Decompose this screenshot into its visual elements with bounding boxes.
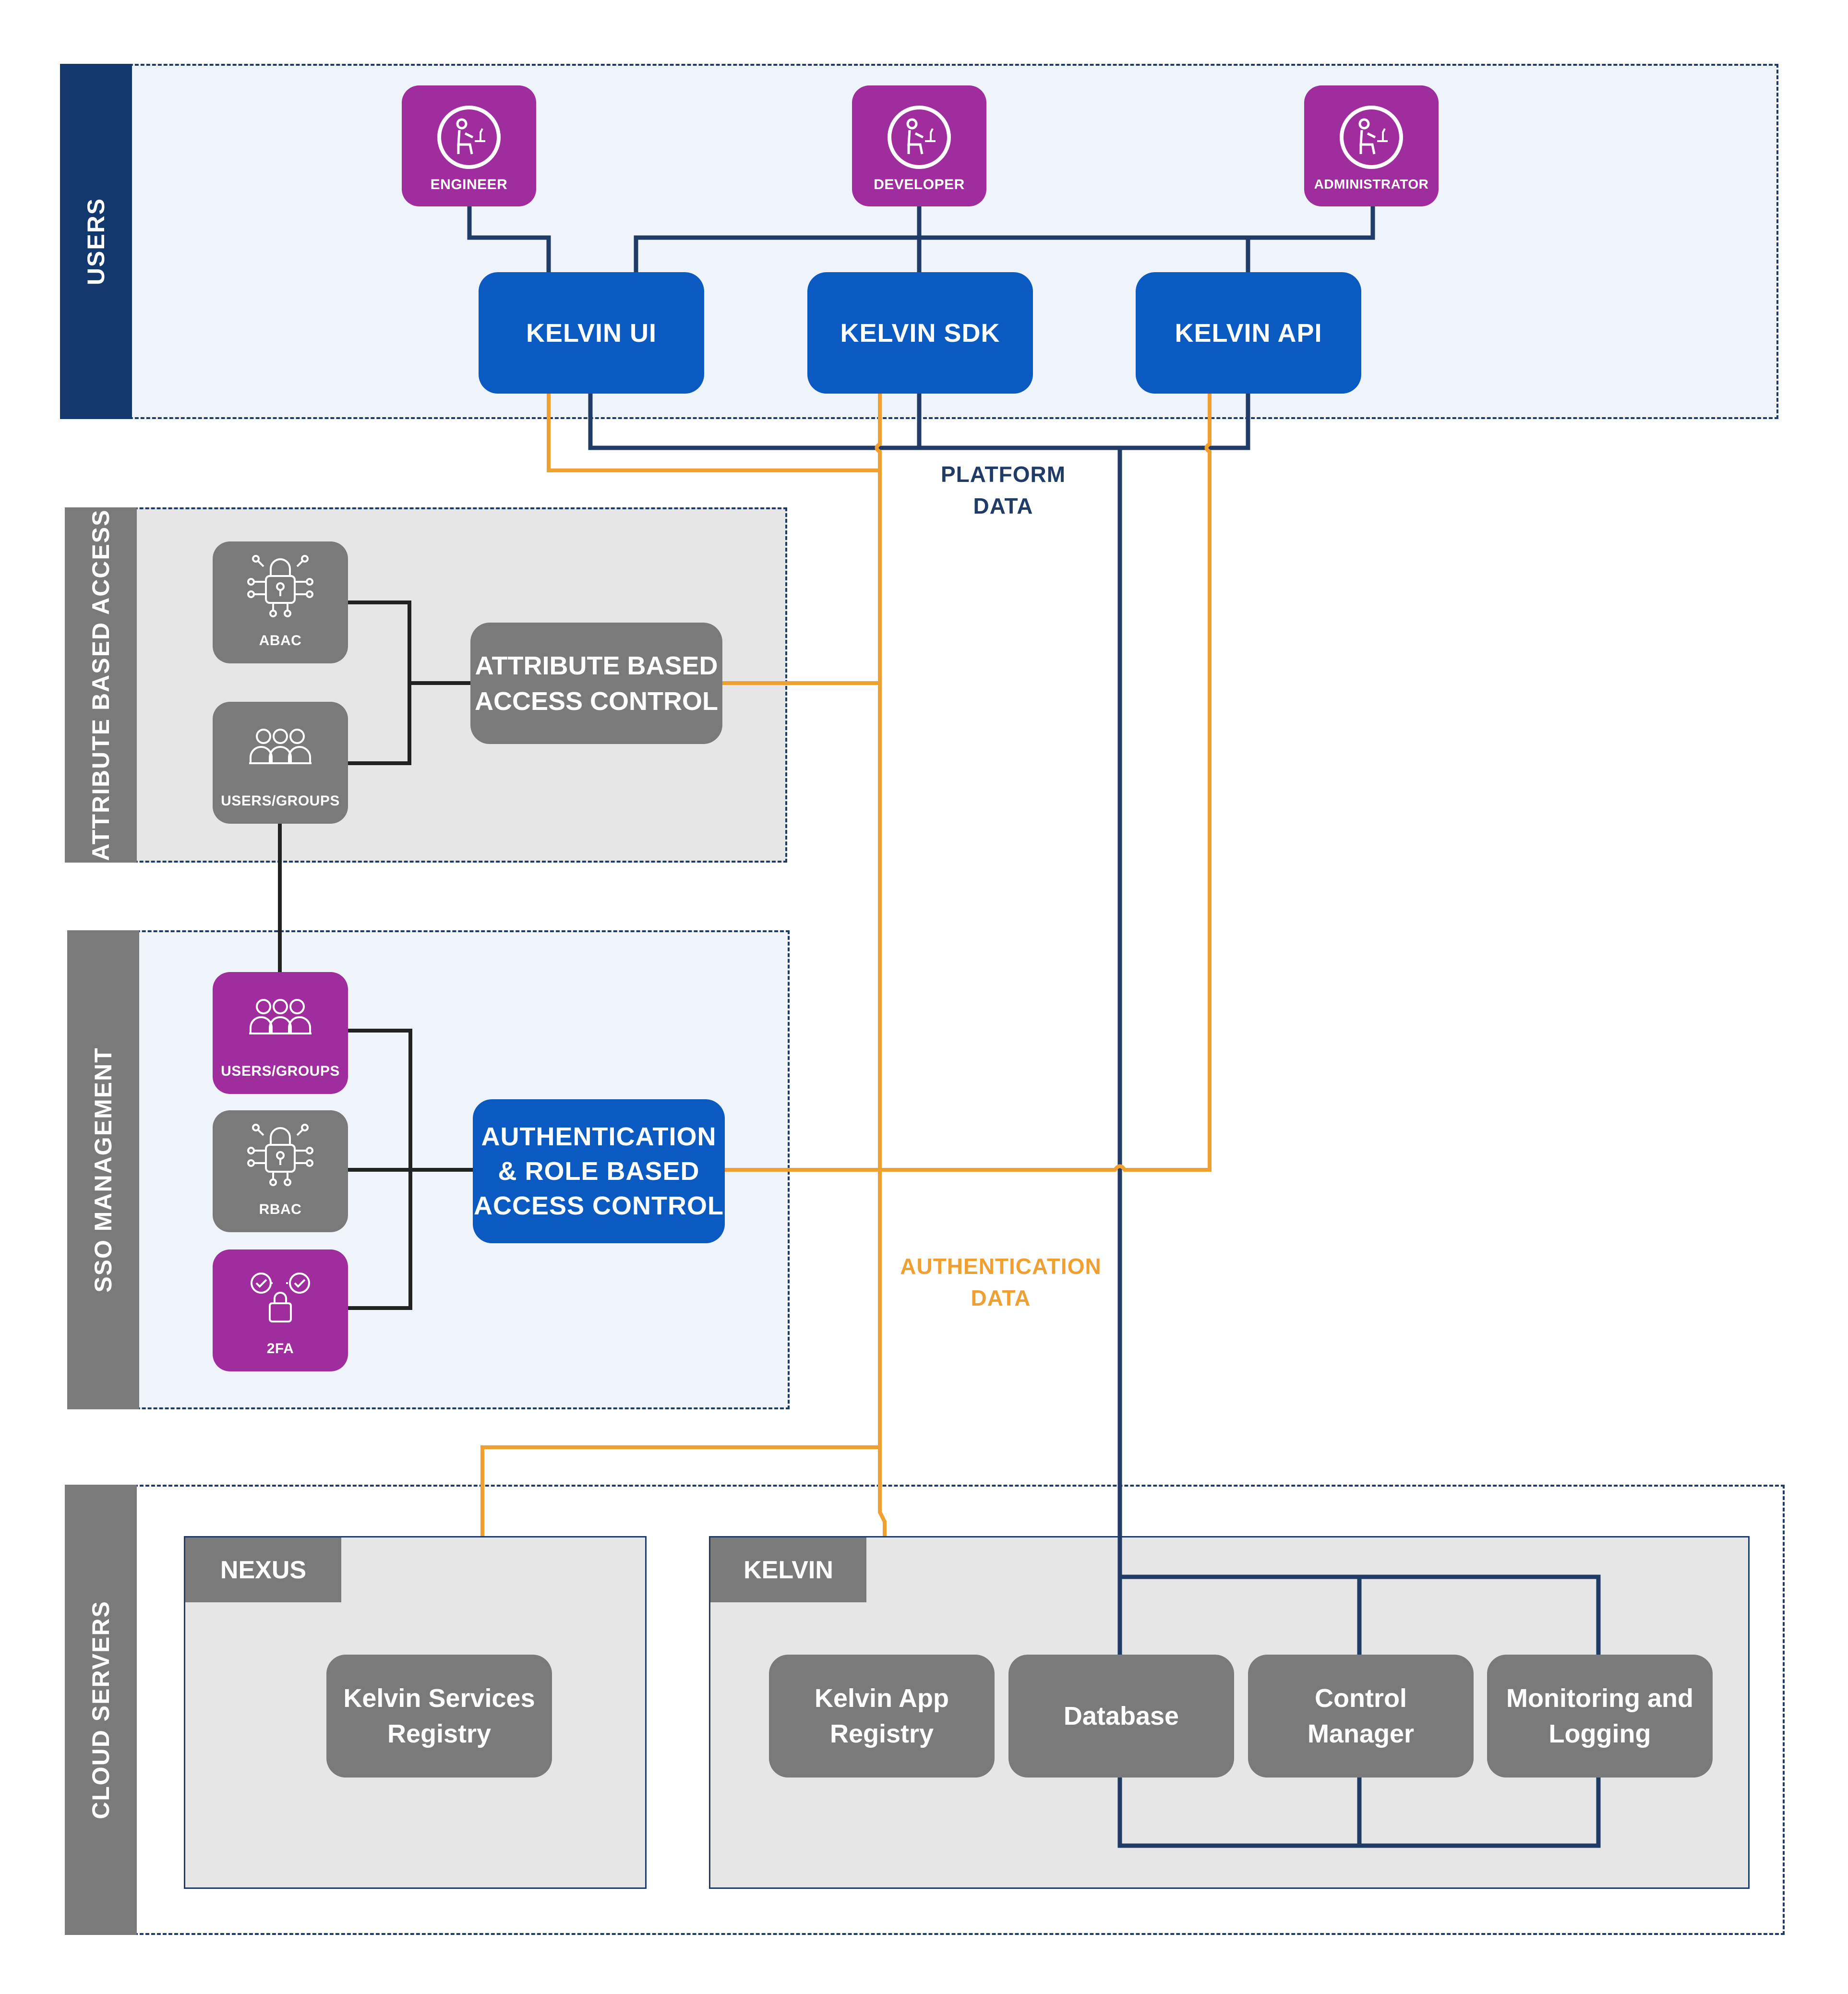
kelvin-ui-node[interactable]: KELVIN UI bbox=[479, 272, 704, 394]
user-at-desk-icon bbox=[1340, 106, 1403, 169]
users-group-icon bbox=[249, 729, 312, 764]
database-node[interactable]: Database bbox=[1008, 1655, 1234, 1778]
engineer-label: ENGINEER bbox=[430, 177, 508, 192]
sso-control-line3: ACCESS CONTROL bbox=[473, 1191, 724, 1220]
authentication-role-based-access-control-node[interactable]: AUTHENTICATION & ROLE BASED ACCESS CONTR… bbox=[473, 1099, 725, 1243]
kelvin-api-node[interactable]: KELVIN API bbox=[1136, 272, 1361, 394]
engineer-tile[interactable]: ENGINEER bbox=[402, 85, 536, 206]
rbac-tile-label: RBAC bbox=[259, 1201, 302, 1217]
authentication-data-line1: AUTHENTICATION bbox=[900, 1254, 1102, 1279]
cloud-band: CLOUD SERVERS bbox=[65, 1485, 137, 1935]
users-band: USERS bbox=[60, 64, 132, 419]
lock-network-icon bbox=[247, 555, 313, 617]
user-at-desk-icon bbox=[437, 106, 501, 169]
kelvin-sdk-node[interactable]: KELVIN SDK bbox=[807, 272, 1033, 394]
twofa-tile-label: 2FA bbox=[266, 1341, 294, 1357]
sso-band: SSO MANAGEMENT bbox=[67, 930, 139, 1409]
platform-data-label: PLATFORM DATA bbox=[912, 458, 1094, 522]
sso-users-groups-tile[interactable]: USERS/GROUPS bbox=[213, 972, 348, 1094]
user-at-desk-icon bbox=[888, 106, 951, 169]
kelvin-api-label: KELVIN API bbox=[1175, 318, 1322, 348]
authentication-data-label: AUTHENTICATION DATA bbox=[890, 1250, 1111, 1314]
abac-band: ATTRIBUTE BASED ACCESS bbox=[65, 507, 137, 863]
platform-data-line2: DATA bbox=[973, 493, 1033, 518]
database-label: Database bbox=[1063, 1702, 1179, 1730]
abac-users-groups-label: USERS/GROUPS bbox=[221, 793, 340, 809]
kelvin-app-registry-node[interactable]: Kelvin App Registry bbox=[769, 1655, 995, 1778]
kelvin-top-bus bbox=[1120, 1574, 1601, 1656]
users-group-icon bbox=[249, 999, 312, 1034]
kelvin-sdk-label: KELVIN SDK bbox=[840, 318, 1000, 348]
two-factor-lock-icon bbox=[251, 1273, 310, 1322]
lock-network-icon bbox=[247, 1124, 313, 1186]
abac-control-line1: ATTRIBUTE BASED bbox=[475, 651, 718, 680]
abac-tile-line bbox=[348, 601, 411, 765]
kelvin-tab: KELVIN bbox=[710, 1538, 866, 1602]
kelvin-services-registry-node[interactable]: Kelvin Services Registry bbox=[326, 1655, 552, 1778]
control-manager-line1: Control bbox=[1315, 1684, 1407, 1713]
developer-tile[interactable]: DEVELOPER bbox=[852, 85, 986, 206]
control-manager-node[interactable]: Control Manager bbox=[1248, 1655, 1474, 1778]
kelvin-ui-label: KELVIN UI bbox=[526, 318, 657, 348]
app-registry-line1: Kelvin App bbox=[814, 1684, 949, 1713]
abac-tile[interactable]: ABAC bbox=[213, 541, 348, 663]
services-registry-line2: Registry bbox=[387, 1719, 492, 1748]
nexus-tab: NEXUS bbox=[185, 1538, 341, 1602]
engineer-ui-line bbox=[467, 206, 551, 274]
platform-data-line1: PLATFORM bbox=[940, 462, 1066, 487]
twofa-tile[interactable]: 2FA bbox=[213, 1249, 348, 1371]
developer-label: DEVELOPER bbox=[874, 177, 965, 192]
monitoring-line2: Logging bbox=[1548, 1719, 1651, 1748]
app-registry-line2: Registry bbox=[829, 1719, 934, 1748]
ui-auth-line bbox=[547, 394, 880, 472]
administrator-tile[interactable]: ADMINISTRATOR bbox=[1304, 85, 1439, 206]
abac-users-groups-tile[interactable]: USERS/GROUPS bbox=[213, 702, 348, 824]
control-manager-line2: Manager bbox=[1307, 1719, 1415, 1748]
attribute-based-access-control-node[interactable]: ATTRIBUTE BASED ACCESS CONTROL bbox=[470, 623, 722, 744]
sso-control-line1: AUTHENTICATION bbox=[481, 1122, 717, 1151]
auth-trunk-line bbox=[875, 394, 887, 1536]
abac-control-line2: ACCESS CONTROL bbox=[474, 686, 718, 716]
rbac-tile[interactable]: RBAC bbox=[213, 1110, 348, 1232]
authentication-data-line2: DATA bbox=[971, 1285, 1031, 1310]
administrator-label: ADMINISTRATOR bbox=[1314, 177, 1429, 192]
user-bus-line bbox=[634, 206, 1375, 274]
sso-control-line2: & ROLE BASED bbox=[498, 1157, 700, 1186]
api-rbac-line bbox=[722, 394, 1212, 1172]
monitoring-line1: Monitoring and bbox=[1506, 1684, 1693, 1713]
services-registry-line1: Kelvin Services bbox=[343, 1684, 535, 1713]
monitoring-logging-node[interactable]: Monitoring and Logging bbox=[1487, 1655, 1713, 1778]
nexus-auth-line bbox=[480, 1445, 880, 1536]
sso-users-groups-label: USERS/GROUPS bbox=[221, 1063, 340, 1079]
abac-tile-label: ABAC bbox=[259, 633, 302, 649]
